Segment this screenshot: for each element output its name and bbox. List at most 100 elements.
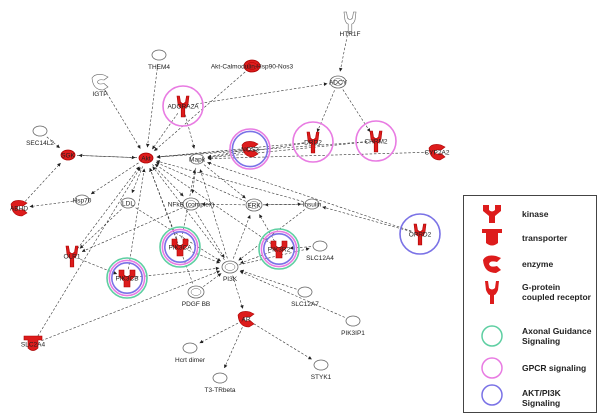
node-olr1[interactable]: OLR1 (64, 245, 81, 268)
edge-sgk-akt (76, 155, 136, 160)
molecule-icon (138, 152, 154, 164)
node-pi3k[interactable]: PI3K (221, 260, 239, 283)
enzyme-icon (241, 141, 259, 158)
edge-pi3k-akt (152, 166, 225, 261)
edge-ar-hcrt (199, 322, 239, 344)
node-pik3r2[interactable]: PIK3R2 (268, 240, 291, 259)
node-adora2a[interactable]: ADORA2A (167, 95, 199, 118)
node-pik3ip1[interactable]: PIK3IP1 (341, 315, 365, 337)
node-chrm2[interactable]: CHRM2 (364, 130, 388, 153)
edge-olr1-pik3cb (80, 259, 118, 275)
node-pik3cb[interactable]: PIK3CB (115, 269, 139, 288)
edge-pik3cb-akt (128, 168, 146, 270)
node-hcrt[interactable]: Hcrt dimer (175, 342, 206, 364)
edge-chrm2-akt (156, 141, 368, 159)
node-sgk[interactable]: SGK (60, 149, 76, 161)
node-abhd[interactable]: ABHD (10, 200, 28, 217)
node-label: ERK (247, 203, 261, 210)
edge-akt-nfkb (152, 164, 184, 197)
node-them4[interactable]: THEM4 (148, 49, 170, 71)
edge-hsp70-abhd (29, 200, 74, 208)
legend-label: enzyme (522, 259, 554, 269)
node-label: Mapk (189, 157, 206, 164)
edge-ar-t3tr (224, 327, 243, 369)
complex-icon (187, 285, 205, 299)
edge-insulin-pi3k (238, 209, 306, 261)
akt-pathway-ring (262, 233, 295, 266)
molecule-icon (189, 153, 205, 165)
axonal-ring-icon (481, 325, 503, 347)
node-pik3ca[interactable]: PIK3CA (168, 238, 192, 257)
node-insulin[interactable]: Insulin (303, 198, 322, 210)
node-htr1f[interactable]: HTR1F (340, 11, 361, 38)
node-slc2a4[interactable]: SLC2A4 (21, 335, 46, 351)
edge-oprd2-insulin (322, 206, 412, 232)
node-label: SLC12A4 (306, 255, 334, 262)
node-hsp70[interactable]: Hsp70 (73, 194, 92, 206)
node-t3tr[interactable]: T3-TRbeta (204, 372, 236, 394)
node-mapk[interactable]: Mapk (189, 153, 206, 165)
node-slc12a7[interactable]: SLC12A7 (291, 286, 319, 308)
node-label: CHRM2 (364, 139, 387, 146)
legend-label: G-protein coupled receptor (522, 282, 591, 302)
gpcr-pathway-ring (229, 128, 271, 170)
node-ldl[interactable]: LDL (120, 197, 136, 209)
node-label: PI3K (223, 276, 238, 283)
edge-akt_calm-akt (154, 71, 246, 152)
akt-pathway-ring (111, 261, 144, 294)
akt-pathway-ring (231, 130, 269, 168)
edge-pik3ca-pi3k (188, 250, 221, 264)
node-label: SGK (61, 153, 75, 160)
node-drd2[interactable]: DRD2 (304, 131, 322, 154)
node-label: NFkB (complex) (168, 202, 215, 209)
edge-pik3cb-pi3k (135, 266, 220, 278)
node-ar[interactable]: AR (237, 311, 255, 328)
node-label: IGTP (92, 91, 107, 98)
molecule-icon (74, 194, 90, 206)
molecule-icon (212, 372, 228, 384)
axonal-pathway-ring (258, 228, 300, 270)
node-label: PIK3R2 (268, 247, 291, 254)
edge-insulin-akt (156, 160, 304, 202)
node-nos3[interactable]: NOS3 (241, 141, 259, 158)
molecule-icon (32, 125, 48, 137)
node-label: PIK3IP1 (341, 330, 365, 337)
edge-igtp-akt (104, 89, 141, 149)
gpcr-pathway-ring (260, 230, 298, 268)
akt-pathway-ring (399, 213, 441, 255)
node-erk[interactable]: ERK (245, 198, 263, 212)
edge-nfkb-pi3k (195, 211, 225, 258)
edge-ar-styk1 (253, 323, 312, 360)
node-nfkb[interactable]: NFkB (complex) (168, 197, 215, 211)
gpcr-pathway-ring (161, 228, 199, 266)
complex-inner-icon (248, 201, 260, 209)
legend-item-kinase: kinase (464, 202, 598, 226)
node-pdgfbb[interactable]: PDGF BB (182, 285, 211, 308)
akt-ring-icon (481, 384, 503, 406)
node-label: PDGF BB (182, 301, 211, 308)
legend-item-gpcr: G-protein coupled receptor (464, 278, 598, 304)
molecule-icon (182, 342, 198, 354)
node-sec14l2[interactable]: SEC14L2 (26, 125, 54, 147)
node-label: THEM4 (148, 64, 170, 71)
complex-inner-icon (190, 288, 202, 296)
node-akt_calm[interactable]: Akt-Calmodulin-Hsp90-Nos3 (211, 59, 294, 73)
legend-label: AKT/PI3K Signaling (522, 388, 561, 408)
node-cyp2a2[interactable]: CYP2A2 (425, 144, 450, 161)
complex-icon (182, 197, 200, 211)
node-adcy[interactable]: ADCY (329, 75, 348, 89)
edge-erk-insulin (262, 202, 302, 207)
enzyme-icon (428, 144, 446, 161)
node-akt[interactable]: Akt (138, 152, 154, 164)
node-label: SLC12A7 (291, 301, 319, 308)
molecule-icon (312, 240, 328, 252)
edge-pi3k-ar (232, 275, 244, 309)
gpcr-pathway-ring (162, 85, 204, 127)
node-igtp[interactable]: IGTP (91, 74, 109, 98)
node-slc12a4[interactable]: SLC12A4 (306, 240, 334, 262)
node-styk1[interactable]: STYK1 (311, 359, 332, 381)
complex-icon (245, 198, 263, 212)
node-oprd2[interactable]: OPRD2 (409, 223, 432, 246)
gpcr-pathway-ring (355, 120, 397, 162)
edge-adcy-drd2 (316, 90, 335, 133)
